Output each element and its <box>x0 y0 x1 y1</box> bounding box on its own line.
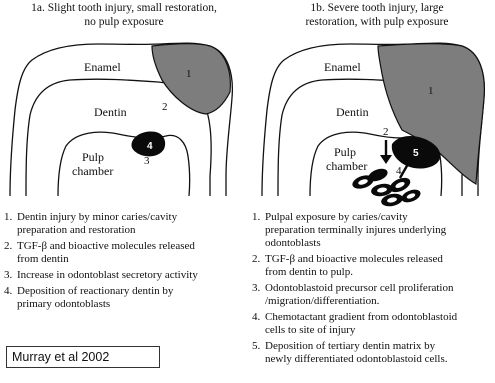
panel-a-marker-2: 2 <box>162 101 168 113</box>
step-number: 1. <box>4 211 12 224</box>
step-line: preparation and restoration <box>17 224 136 236</box>
panel-a-chamber-label: chamber <box>72 164 113 178</box>
panel-b-marker-4: 4 <box>396 165 402 177</box>
panel-a-enamel-label: Enamel <box>84 60 121 74</box>
panel-a-step: 2. TGF-β and bioactive molecules released… <box>4 240 244 266</box>
step-number: 3. <box>4 269 12 282</box>
panel-a-marker-1: 1 <box>186 68 192 80</box>
panel-b-dentin-label: Dentin <box>336 105 369 119</box>
panel-a-dentin-label: Dentin <box>94 105 127 119</box>
citation-box: Murray et al 2002 <box>6 346 160 368</box>
panel-b-step: 2. TGF-β and bioactive molecules released… <box>252 253 494 279</box>
panel-a-pulp-label: Pulp <box>82 150 104 164</box>
step-line: cells to site of injury <box>265 324 355 336</box>
step-line: odontoblasts <box>265 237 321 249</box>
step-number: 4. <box>4 285 12 298</box>
panel-b-marker-2: 2 <box>383 126 389 138</box>
step-line: TGF-β and bioactive molecules released <box>265 253 443 265</box>
panel-b-pulp-label: Pulp <box>334 145 356 159</box>
panel-b-marker-1: 1 <box>428 85 434 97</box>
step-line: Deposition of tertiary dentin matrix by <box>265 340 435 352</box>
step-number: 5. <box>252 340 260 353</box>
step-line: Dentin injury by minor caries/cavity <box>17 211 177 223</box>
step-line: from dentin <box>17 253 69 265</box>
step-line: from dentin to pulp. <box>265 266 353 278</box>
step-number: 2. <box>4 240 12 253</box>
panel-b-step: 5. Deposition of tertiary dentin matrix b… <box>252 340 494 366</box>
panel-b-chamber-label: chamber <box>326 159 367 173</box>
step-line: primary odontoblasts <box>17 298 110 310</box>
down-arrow-head <box>380 155 392 164</box>
step-number: 2. <box>252 253 260 266</box>
step-line: Odontoblastoid precursor cell proliferat… <box>265 282 453 294</box>
panel-a-marker-4: 4 <box>147 141 153 152</box>
panel-b-enamel-label: Enamel <box>324 60 361 74</box>
step-line: /migration/differentiation. <box>265 295 379 307</box>
panel-a-step: 3. Increase in odontoblast secretory acti… <box>4 269 244 282</box>
step-number: 3. <box>252 282 260 295</box>
step-line: preparation terminally injures underlyin… <box>265 224 446 236</box>
step-line: Chemotactant gradient from odontoblastoi… <box>265 311 457 323</box>
step-line: newly differentiated odontoblastoid cell… <box>265 353 447 365</box>
panel-b-marker-5: 5 <box>413 148 419 159</box>
step-number: 1. <box>252 211 260 224</box>
panel-b-step: 4. Chemotactant gradient from odontoblast… <box>252 311 494 337</box>
panel-b-marker-3: 3 <box>386 184 392 196</box>
tooth-diagrams: Enamel Dentin Pulp chamber 1 2 3 4 Ename… <box>0 0 495 210</box>
step-line: Deposition of reactionary dentin by <box>17 285 173 297</box>
step-line: TGF-β and bioactive molecules released <box>17 240 195 252</box>
step-line: Increase in odontoblast secretory activi… <box>17 269 198 281</box>
step-line: Pulpal exposure by caries/cavity <box>265 211 408 223</box>
panel-b-step: 3. Odontoblastoid precursor cell prolifer… <box>252 282 494 308</box>
panel-a-marker-3: 3 <box>144 155 150 167</box>
step-number: 4. <box>252 311 260 324</box>
